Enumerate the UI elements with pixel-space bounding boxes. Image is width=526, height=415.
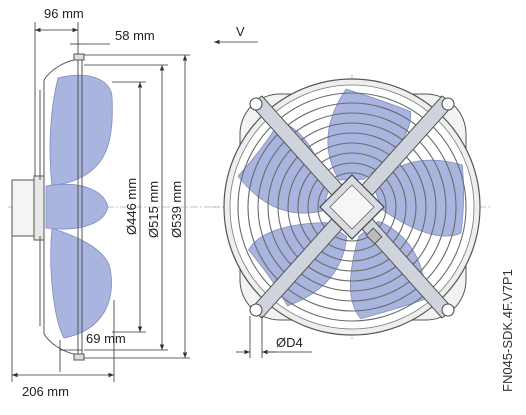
dim-label-guard-diameter: Ø515 mm [146,181,161,238]
motor-hub [11,179,35,237]
side-view: 96 mm 58 mm 69 mm 206 mm Ø446 mm Ø515 mm… [8,6,220,399]
side-blade-mid [45,183,109,230]
top-mount-tab [73,53,85,61]
mount-hole-top-left [249,97,263,111]
guard-bottom-curve [43,333,79,357]
grill-ring [237,92,467,322]
model-code: FN045-SDK.4F.V7P1 [500,269,515,392]
side-blade-bottom [50,227,112,339]
dim-label-inner-offset: 58 mm [115,28,155,43]
dim-label-blade-depth: 69 mm [86,331,126,346]
side-blade-top [49,74,113,187]
grill-ring [297,152,407,262]
grill-ring [277,132,427,282]
protective-grill [237,92,467,322]
front-blade [237,121,330,214]
view-direction-indicator: V [214,24,258,45]
grill-ring [247,102,457,312]
mount-hole-top-right [441,97,455,111]
grill-ring [257,112,447,302]
mount-hole-bottom-right [441,303,455,317]
mounting-holes [249,97,455,317]
front-blade [373,159,465,237]
grill-ring [267,122,437,292]
view-direction-label: V [236,24,245,39]
dim-label-mounting-hole: ØD4 [276,335,303,350]
grill-ring [307,162,397,252]
mount-hole-bottom-left [249,303,263,317]
dim-label-outer-diameter: Ø539 mm [169,181,184,238]
front-blade [350,220,427,320]
grill-ring [317,172,387,242]
grill-ring [287,142,417,272]
cable-gland [365,227,383,245]
motor-flange [33,175,45,241]
dim-label-overall-depth: 96 mm [44,6,84,21]
bottom-mount-tab [73,353,85,361]
hub-inner [329,184,375,230]
front-view: ØD4 [212,75,490,358]
dim-label-motor-depth: 206 mm [22,384,69,399]
dim-label-impeller-diameter: Ø446 mm [124,178,139,235]
